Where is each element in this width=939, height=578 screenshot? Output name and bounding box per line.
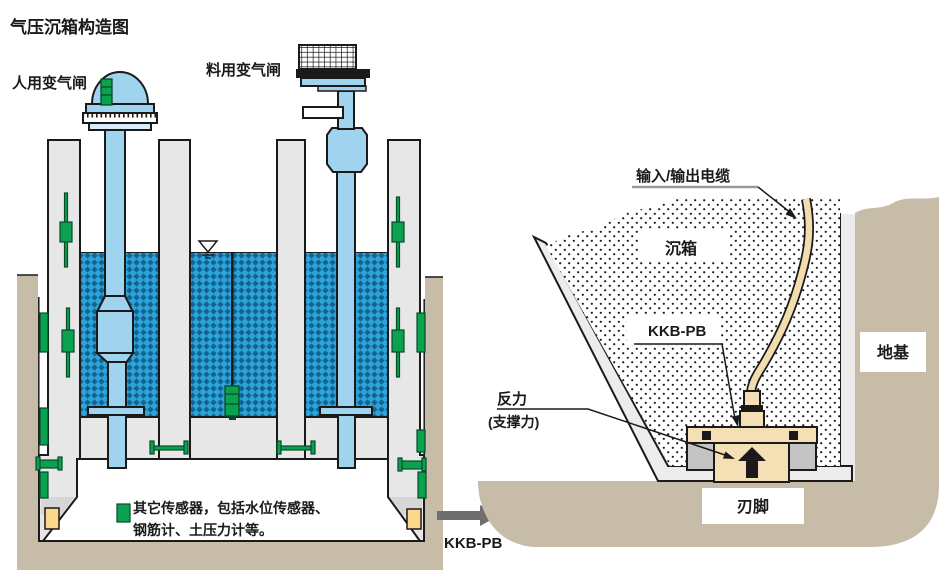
cutting-edge-sensor-right (406, 508, 422, 530)
material-airlock (296, 44, 373, 469)
io-cable (746, 198, 815, 393)
personnel-airlock (82, 71, 158, 469)
cutting-edge-sensor-left (44, 507, 60, 530)
label-foundation: 地基 (877, 343, 910, 362)
embedded-sensors (35, 192, 427, 499)
label-io-cable: 输入/输出电缆 (636, 167, 730, 185)
kkb-pb-sensor (686, 390, 818, 483)
airlock-arm (302, 106, 344, 119)
caisson-cross-section: 其它传感器，包括水位传感器、 钢筋计、土压力计等。 KKB-PB 气压沉箱构造图… (9, 17, 502, 570)
sensor-label-backing (627, 314, 721, 345)
legend-text-line2: 钢筋计、土压力计等。 (133, 522, 273, 538)
cutting-edge-label-box (702, 488, 804, 524)
foundation-ground (478, 197, 939, 547)
zoom-arrow (437, 505, 499, 526)
cutting-edge-detail: 输入/输出电缆 沉箱 KKB-PB 反力 (支撑力) 刃脚 地基 (478, 167, 939, 547)
reaction-force-arrow-icon (738, 447, 766, 478)
label-cutting-edge: 刃脚 (737, 498, 769, 516)
dome-sensor (100, 78, 113, 106)
legend-swatch (116, 503, 131, 523)
caisson-wall-band (531, 234, 853, 482)
airlock-chamber (326, 127, 368, 173)
foundation-label-box (860, 332, 926, 372)
airlock-grid-platform (298, 44, 357, 70)
label-material-airlock: 料用变气闸 (206, 61, 281, 79)
sensor-connector (743, 390, 761, 407)
page-title: 气压沉箱构造图 (9, 17, 129, 37)
water-level-symbol (197, 240, 219, 259)
legend: 其它传感器，包括水位传感器、 钢筋计、土压力计等。 (116, 500, 329, 538)
label-reaction-line2: (支撑力) (488, 414, 539, 430)
working-chamber (40, 458, 422, 542)
label-personnel-airlock: 人用变气闸 (12, 74, 87, 92)
caisson-label-backing (638, 229, 728, 262)
legend-text-line1: 其它传感器，包括水位传感器、 (133, 500, 329, 516)
sensor-block-right (788, 442, 817, 471)
label-caisson: 沉箱 (665, 239, 697, 258)
sensor-block-left (686, 442, 715, 471)
label-reaction-line1: 反力 (497, 390, 527, 408)
leader-lines (497, 185, 797, 459)
zoom-arrow-caption: KKB-PB (444, 535, 502, 552)
caisson-right-face-strip (840, 214, 855, 481)
water-level-sensor (224, 253, 240, 420)
label-kkb-pb: KKB-PB (648, 323, 706, 340)
